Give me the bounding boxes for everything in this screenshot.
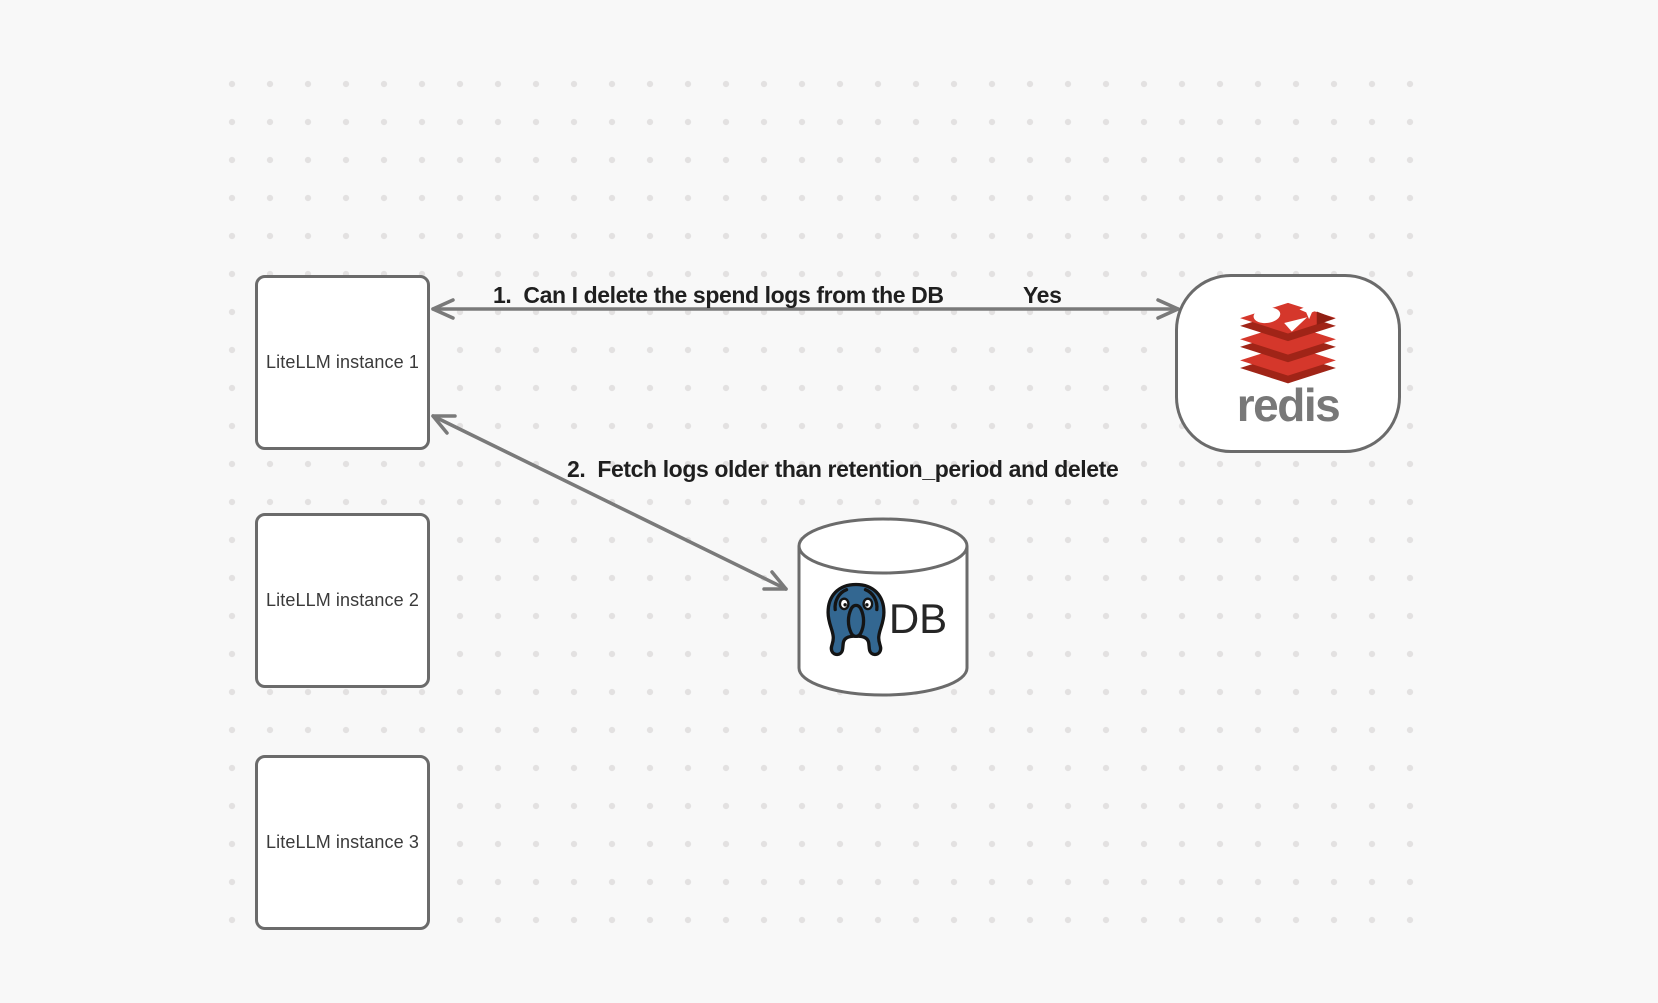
redis-ellipse-shape: [1253, 307, 1281, 324]
node-label: LiteLLM instance 2: [266, 590, 419, 610]
redis-triangle-shape: [1284, 317, 1308, 332]
node-litellm-instance-3[interactable]: LiteLLM instance 3: [255, 755, 430, 930]
postgresql-elephant-icon: [826, 582, 886, 657]
node-litellm-instance-2[interactable]: LiteLLM instance 2: [255, 513, 430, 688]
node-redis[interactable]: redis: [1175, 274, 1401, 453]
node-label: LiteLLM instance 3: [266, 832, 419, 852]
database-content: DB: [806, 578, 962, 660]
redis-wordmark: redis: [1236, 379, 1341, 431]
db-label: DB: [888, 595, 948, 642]
arrowhead-upleft-icon: [431, 414, 457, 435]
redis-cube-icon: [1240, 299, 1336, 384]
node-label: LiteLLM instance 1: [266, 352, 419, 372]
arrowhead-left-icon: [431, 298, 455, 320]
arrow-instance1-db[interactable]: [431, 414, 788, 591]
redis-notch-shape: [1316, 311, 1335, 325]
edge1-response-label: Yes: [1023, 282, 1062, 308]
edge2-label: 2. Fetch logs older than retention_perio…: [567, 456, 1119, 482]
arrowhead-downright-icon: [762, 570, 788, 591]
database-cylinder-top: [797, 517, 969, 575]
redis-star-shape: [1299, 299, 1319, 320]
edge1-label: 1. Can I delete the spend logs from the …: [493, 282, 944, 308]
node-litellm-instance-1[interactable]: LiteLLM instance 1: [255, 275, 430, 450]
